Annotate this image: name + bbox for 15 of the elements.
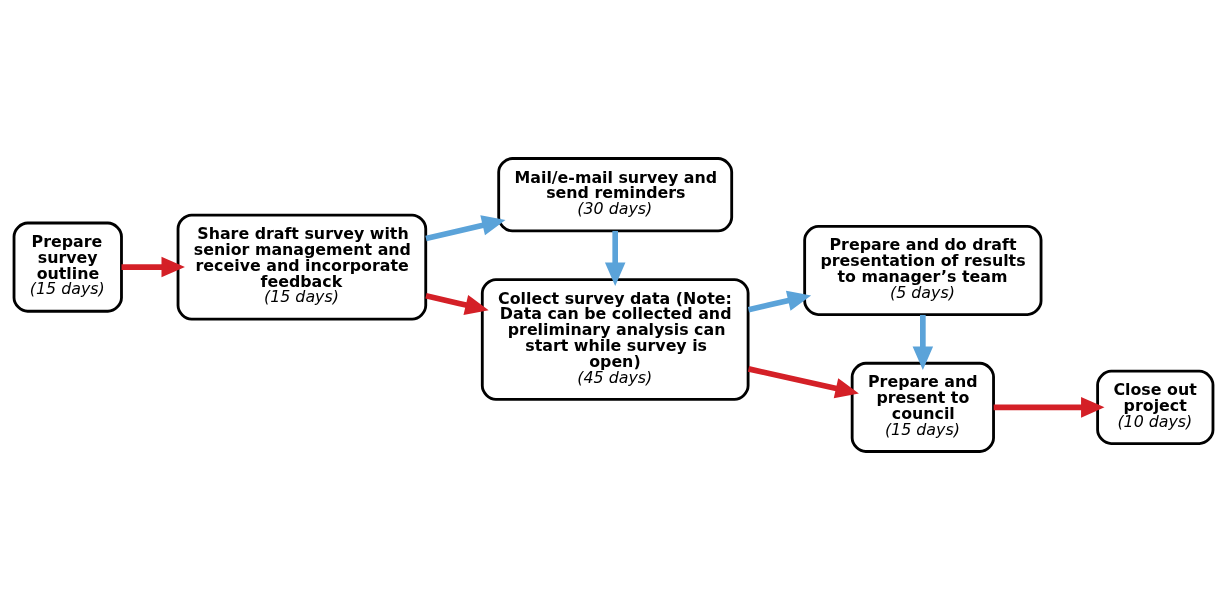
arrow [747,290,812,313]
node-box: Mail/e-mail survey and send reminders (30 days) [497,157,734,233]
node-box: Prepare survey outline (15 days) [12,221,123,313]
arrow [121,256,185,278]
arrow [425,292,489,315]
arrow [604,230,626,287]
arrow [747,366,859,399]
arrow [425,215,506,242]
node-box: Prepare and do draft presentation of results to manager’s team (5 days) [803,224,1043,317]
arrow [912,314,934,371]
node-box: Close out project (10 days) [1096,369,1215,445]
node-box: Share draft survey with senior management and receive and incorporate feedback (15 days) [176,213,428,321]
node-box: Prepare and present to council (15 days) [850,361,995,453]
arrow [993,397,1105,418]
node-box: Collect survey data (Note: Data can be collected and preliminary analysis can start while survey is open) (45 days) [480,278,750,401]
